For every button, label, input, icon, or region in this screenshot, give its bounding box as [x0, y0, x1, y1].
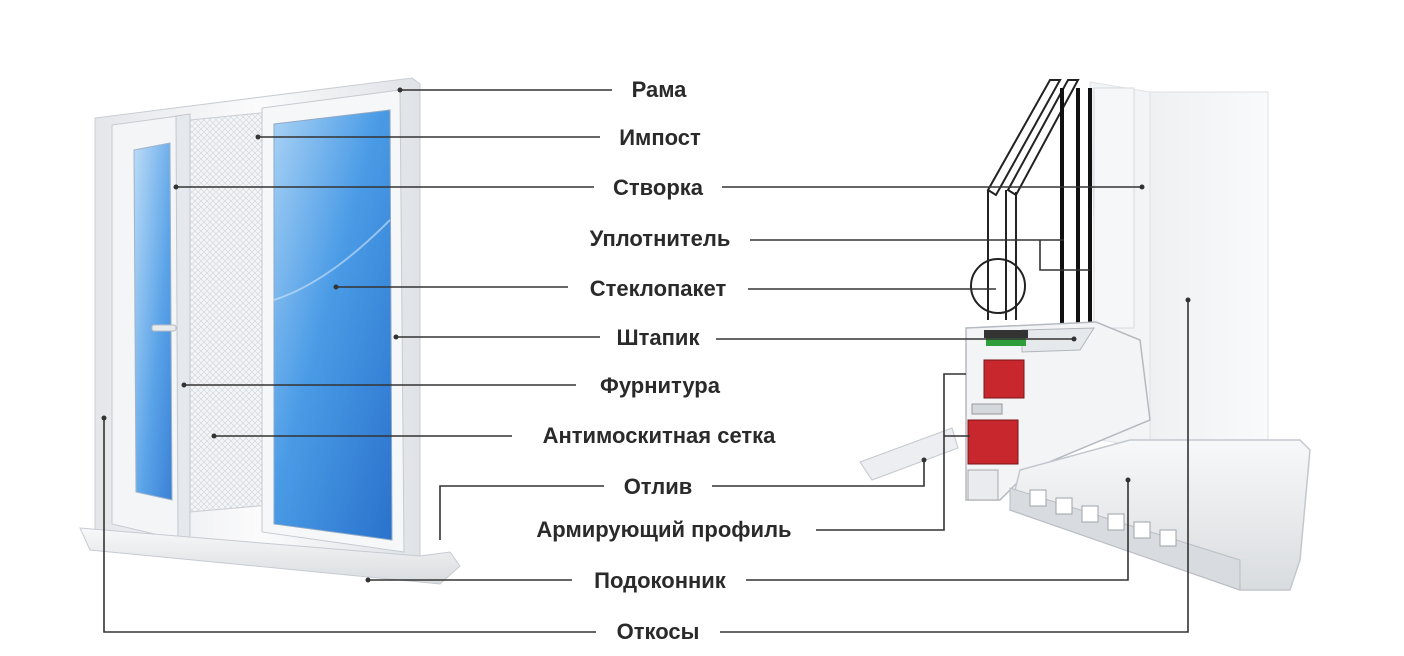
label-window-sill: Подоконник [594, 568, 726, 593]
window-impost [175, 113, 191, 541]
glass-pane-outer [986, 79, 1062, 197]
window-glass-main [273, 109, 393, 541]
window-handle [151, 324, 177, 332]
window-sash-glass-left [133, 142, 173, 501]
window-illustration [79, 77, 461, 585]
profile-cross-section [859, 79, 1311, 591]
mosquito-net-panel [189, 111, 271, 513]
label-sash: Створка [612, 175, 704, 200]
label-ebb: Отлив [623, 474, 693, 499]
reinforcement-lower [967, 419, 1019, 465]
leader-dots [101, 87, 1191, 583]
ebb-sill-outside [859, 427, 959, 481]
label-glazing-bead: Штапик [616, 325, 700, 350]
label-reinforcing-profile: Армирующий профиль [536, 517, 792, 542]
label-frame: Рама [631, 77, 687, 102]
wall-slope [1149, 91, 1269, 449]
seal-green [986, 338, 1026, 346]
window-sill-left [79, 527, 461, 585]
label-mosquito-net: Антимоскитная сетка [542, 423, 776, 448]
label-hardware: Фурнитура [600, 373, 720, 398]
reinforcement-upper [983, 359, 1025, 399]
seal-highlight-circle [970, 258, 1026, 314]
leader-lines [103, 89, 1189, 633]
label-double-glazing: Стеклопакет [589, 276, 727, 301]
label-seal: Уплотнитель [589, 226, 731, 251]
label-slopes: Откосы [616, 619, 700, 644]
label-impost: Импост [619, 125, 701, 150]
